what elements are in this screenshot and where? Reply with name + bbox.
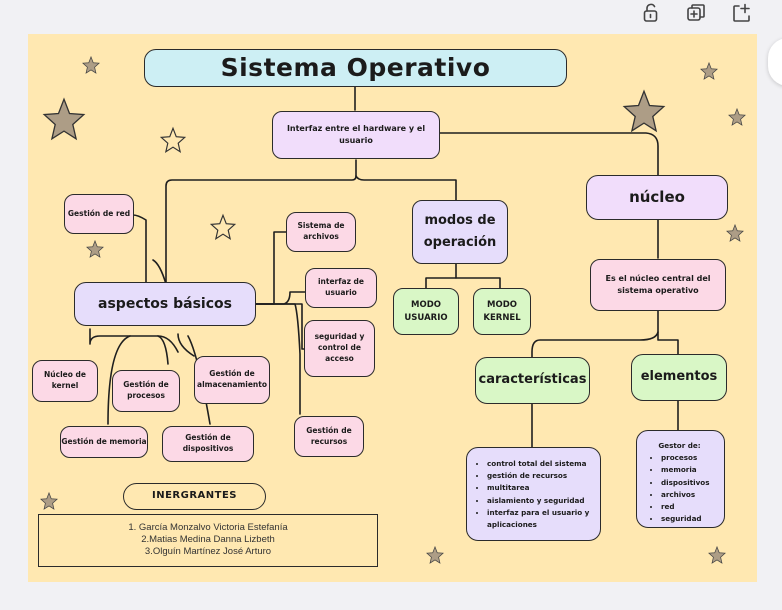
star-icon	[82, 56, 100, 74]
list-item: gestión de recursos	[487, 470, 594, 482]
connector-lines	[89, 86, 679, 449]
star-icon	[160, 126, 186, 153]
team-member: 3.Olguín Martínez José Arturo	[144, 545, 272, 557]
characteristics-node: características	[475, 357, 590, 404]
list-item: multitarea	[487, 482, 594, 494]
team-member: 1. García Monzalvo Victoria Estefanía	[128, 522, 288, 533]
concept-map-board: Sistema Operativo Interfaz entre el hard…	[28, 34, 757, 582]
core-node: núcleo	[586, 175, 728, 220]
definition-node: Interfaz entre el hardware y el usuario	[272, 111, 440, 159]
star-icon	[426, 546, 444, 564]
process-management-node: Gestión de procesos	[112, 370, 180, 412]
star-icon	[86, 240, 104, 258]
list-item: aislamiento y seguridad	[487, 495, 594, 507]
user-interface-node: interfaz de usuario	[305, 268, 377, 308]
star-icon	[700, 62, 718, 80]
star-icon	[622, 89, 666, 133]
list-item: seguridad	[661, 513, 720, 525]
kernel-core-node: Núcleo de kernel	[32, 360, 98, 402]
team-member: 2.Matias Medina Danna Lizbeth	[141, 533, 275, 545]
side-panel-handle[interactable]	[768, 38, 782, 86]
security-access-node: seguridad y control de acceso	[304, 320, 375, 377]
add-page-icon[interactable]	[730, 2, 752, 24]
elements-list-heading: Gestor de:	[658, 441, 701, 450]
list-item: procesos	[661, 452, 720, 464]
storage-management-node: Gestión de almacenamiento	[194, 356, 270, 404]
star-icon	[726, 224, 744, 242]
characteristics-list: control total del sistema gestión de rec…	[466, 447, 601, 541]
list-item: red	[661, 501, 720, 513]
duplicate-icon[interactable]	[685, 2, 707, 24]
user-mode-node: MODO USUARIO	[393, 288, 459, 335]
list-item: archivos	[661, 489, 720, 501]
team-label: INERGRANTES	[123, 483, 266, 510]
list-item: interfaz para el usuario y aplicaciones	[487, 507, 594, 531]
file-system-node: Sistema de archivos	[286, 212, 356, 252]
star-icon	[42, 97, 86, 141]
list-item: dispositivos	[661, 477, 720, 489]
device-management-node: Gestión de dispositivos	[162, 426, 254, 462]
operation-modes-node: modos de operación	[412, 200, 508, 264]
star-icon	[728, 108, 746, 126]
network-management-node: Gestión de red	[64, 194, 134, 234]
memory-management-node: Gestión de memoria	[60, 426, 148, 458]
core-description-node: Es el núcleo central del sistema operati…	[590, 259, 726, 311]
star-icon	[210, 213, 236, 240]
elements-node: elementos	[631, 354, 727, 401]
star-icon	[708, 546, 726, 564]
team-members-box: 1. García Monzalvo Victoria Estefanía 2.…	[38, 514, 378, 567]
list-item: memoria	[661, 464, 720, 476]
list-item: control total del sistema	[487, 458, 594, 470]
kernel-mode-node: MODO KERNEL	[473, 288, 531, 335]
unlock-icon[interactable]	[640, 2, 662, 24]
star-icon	[40, 492, 58, 510]
map-title: Sistema Operativo	[144, 49, 567, 87]
basics-hub-node: aspectos básicos	[74, 282, 256, 326]
elements-list: Gestor de: procesos memoria dispositivos…	[636, 430, 725, 528]
resource-management-node: Gestión de recursos	[294, 416, 364, 457]
